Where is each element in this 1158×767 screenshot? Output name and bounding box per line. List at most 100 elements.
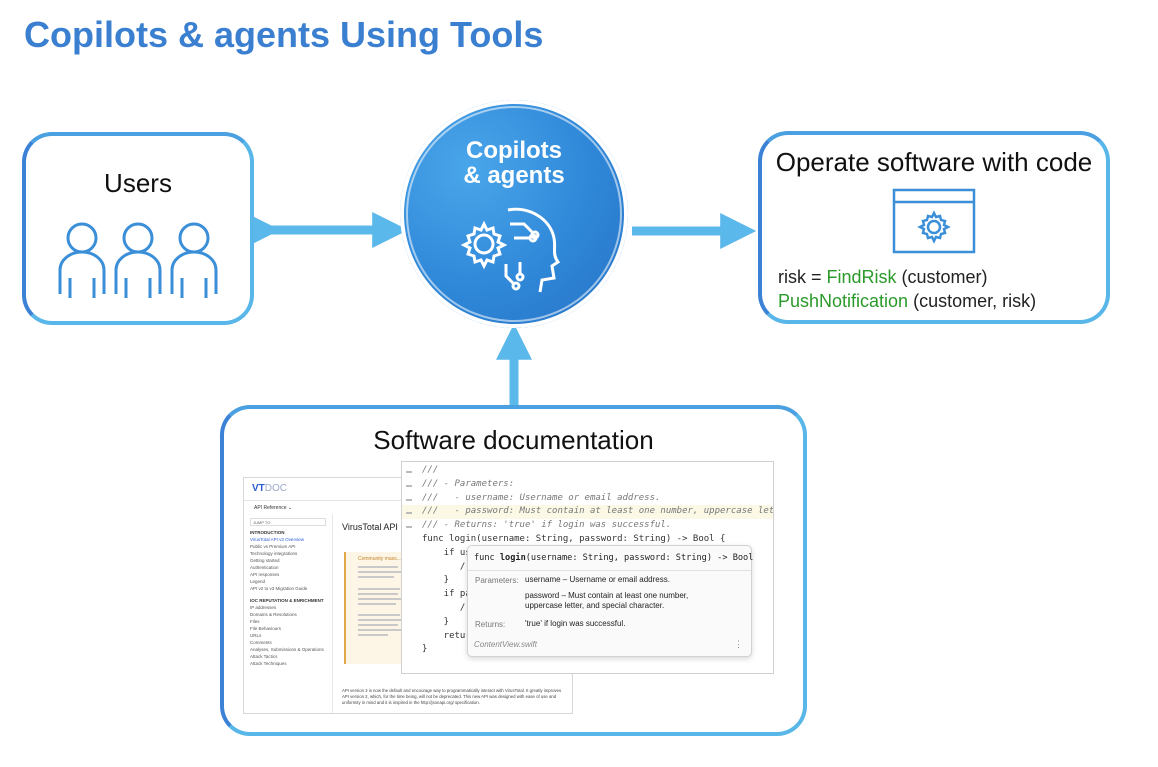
code-line: /// - Parameters: <box>422 478 515 489</box>
param-username-name: username <box>525 575 561 584</box>
sig-func-name: login <box>499 553 526 563</box>
note-text-line <box>358 593 398 595</box>
code-line-pushnotification: PushNotification (customer, risk) <box>778 291 1036 312</box>
note-text-line <box>358 624 398 626</box>
code-args-customer-risk: (customer, risk) <box>908 291 1037 311</box>
code-line-findrisk: risk = FindRisk (customer) <box>778 267 988 288</box>
code-line: } <box>422 616 450 627</box>
operate-box: Operate software with code risk = FindRi… <box>758 131 1110 324</box>
popup-filename: ContentView.swift <box>474 640 537 649</box>
code-line: /// - username: Username or email addres… <box>422 492 661 503</box>
note-text-line <box>358 603 396 605</box>
code-line: } <box>422 575 450 586</box>
sidebar-item[interactable]: Public vs Premium API <box>250 544 296 549</box>
function-pushnotification: PushNotification <box>778 291 909 311</box>
popup-signature: func login(username: String, password: S… <box>474 553 753 563</box>
code-line: if us <box>422 547 471 558</box>
function-findrisk: FindRisk <box>826 267 897 287</box>
code-line: /// - Returns: 'true' if login was succe… <box>422 520 672 531</box>
sidebar-item[interactable]: Attack Techniques <box>250 661 287 666</box>
sidebar-item[interactable]: Technology integrations <box>250 551 298 556</box>
jump-to-input: JUMP TO <box>250 518 326 526</box>
gutter-marker <box>406 526 412 529</box>
users-icon <box>58 222 218 298</box>
note-text-line <box>358 629 402 631</box>
note-text-line <box>358 566 398 568</box>
copilots-agents-circle: Copilots & agents <box>400 100 628 328</box>
popup-divider <box>468 570 751 571</box>
docs-sidebar: JUMP TO INTRODUCTION VirusTotal API v3 Ov… <box>244 514 333 713</box>
popup-returns-desc: 'true' if login was successful. <box>525 619 626 628</box>
operate-label: Operate software with code <box>775 147 1093 177</box>
copilots-agents-label: Copilots & agents <box>400 138 628 188</box>
note-text-line <box>358 619 402 621</box>
note-text-line <box>358 588 400 590</box>
popup-params-label: Parameters: <box>475 576 519 585</box>
logo-sub: DOC <box>264 483 288 494</box>
note-title: Community mass... <box>358 556 401 562</box>
sidebar-item[interactable]: IOC REPUTATION & ENRICHMENT <box>250 598 324 603</box>
sidebar-item[interactable]: Getting started <box>250 558 280 563</box>
sig-func-keyword: func <box>474 553 500 563</box>
sidebar-item[interactable]: Domains & Resolutions <box>250 612 297 617</box>
users-box: Users <box>22 132 254 325</box>
sidebar-item[interactable]: File Behaviours <box>250 626 282 631</box>
sig-params: (username: String, password: String) -> … <box>525 553 754 563</box>
more-options-icon[interactable]: ⋮ <box>734 639 743 649</box>
sidebar-item[interactable]: Files <box>250 619 260 624</box>
gutter-marker <box>406 471 412 473</box>
docs-paragraph: API version 3 is now the default and enc… <box>342 688 562 705</box>
code-line: func login(username: String, password: S… <box>422 534 726 544</box>
docs-note-callout: Community mass... <box>344 552 406 664</box>
gear-head-icon <box>460 207 561 293</box>
copilots-label-line1: Copilots <box>466 137 562 164</box>
popup-param-password: password – Must contain at least one num… <box>525 591 688 601</box>
sidebar-item[interactable]: API v2 to v3 Migration Guide <box>250 586 308 591</box>
vtdoc-logo: VTDOC <box>252 483 287 494</box>
sidebar-item[interactable]: IP addresses <box>250 605 277 610</box>
sidebar-item[interactable]: Legend <box>250 579 266 584</box>
code-risk-assign: risk = <box>778 267 827 287</box>
app-window-gear-icon <box>892 188 976 254</box>
sidebar-item[interactable]: Attack Tactics <box>250 654 278 659</box>
sidebar-item[interactable]: INTRODUCTION <box>250 530 285 535</box>
copilots-label-line2: & agents <box>463 162 565 189</box>
note-text-line <box>358 598 402 600</box>
documentation-label: Software documentation <box>373 425 654 455</box>
circle-ring <box>406 106 622 322</box>
code-line: } <box>422 644 428 655</box>
docs-heading: VirusTotal API <box>342 522 398 532</box>
code-line: / <box>422 603 466 613</box>
sidebar-item[interactable]: Comments <box>250 640 272 645</box>
popup-param-username: username – Username or email address. <box>525 575 670 585</box>
page-title: Copilots & agents Using Tools <box>24 14 544 55</box>
logo-main: VT <box>252 483 265 494</box>
users-label: Users <box>104 168 172 198</box>
sidebar-item[interactable]: Analyses, Submissions & Operations <box>250 647 324 652</box>
sidebar-item[interactable]: API responses <box>250 572 280 577</box>
code-line: /// <box>422 465 439 475</box>
popup-returns-label: Returns: <box>475 620 506 629</box>
gutter-marker <box>406 484 412 487</box>
quick-help-popup: func login(username: String, password: S… <box>467 545 753 657</box>
note-text-line <box>358 571 402 573</box>
code-line: / <box>422 561 466 572</box>
gutter-marker <box>406 512 412 515</box>
highlighted-line <box>402 505 773 519</box>
popup-param-password-cont: uppercase letter, and special character. <box>525 601 665 610</box>
code-line: /// - password: Must contain at least on… <box>422 506 774 517</box>
sidebar-item[interactable]: URLs <box>250 633 262 638</box>
param-username-desc: – Username or email address. <box>560 575 670 584</box>
code-line: if pa <box>422 589 471 600</box>
note-text-line <box>358 634 388 636</box>
code-line: retur <box>422 630 471 641</box>
param-password-desc-1: – Must contain at least one number, <box>559 591 689 600</box>
note-text-line <box>358 576 394 578</box>
gutter-marker <box>406 498 412 501</box>
code-args-customer: (customer) <box>896 267 988 287</box>
sidebar-item[interactable]: Authentication <box>250 565 279 570</box>
sidebar-item[interactable]: VirusTotal API v3 Overview <box>250 537 304 542</box>
note-text-line <box>358 614 400 616</box>
param-password-name: password <box>525 591 560 600</box>
